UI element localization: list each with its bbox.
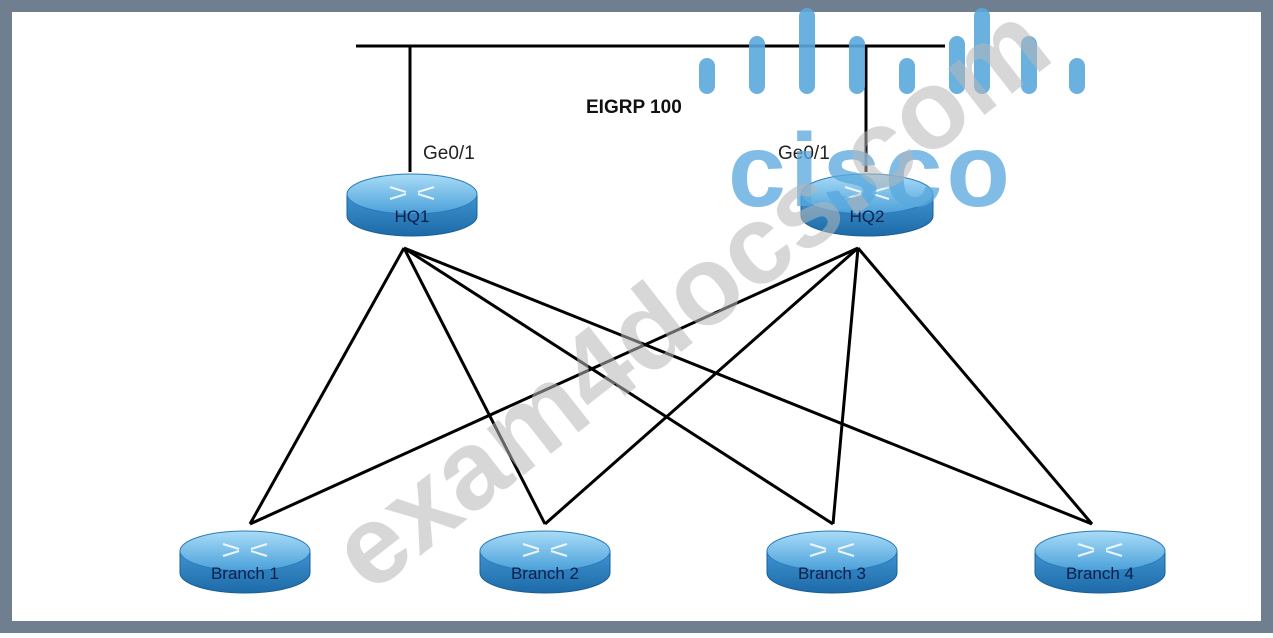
hq2-port-label: Ge0/1 [778, 143, 830, 164]
hq1-port-label: Ge0/1 [423, 143, 475, 164]
link-hq2-br3 [831, 247, 860, 525]
router-br4: Branch 4 [1034, 530, 1166, 594]
link-hq1-br2 [402, 247, 547, 525]
router-label-br1: Branch 1 [211, 564, 279, 583]
router-top [766, 530, 898, 572]
router-br3: Branch 3 [766, 530, 898, 594]
router-arrows-icon [222, 543, 268, 557]
link-hq2-br1 [249, 246, 859, 526]
link-group [248, 246, 1094, 526]
router-label-br3: Branch 3 [798, 564, 866, 583]
router-top [800, 173, 934, 215]
cisco-logo: cisco [699, 8, 1085, 229]
cisco-logo-wordmark: cisco [728, 113, 1014, 229]
router-label-br2: Branch 2 [511, 564, 579, 583]
router-arrows-icon [809, 543, 855, 557]
router-arrows-icon [844, 186, 890, 200]
link-hq1-br3 [403, 246, 834, 526]
router-hq1: HQ1 [346, 173, 478, 237]
router-arrows-icon [1077, 543, 1123, 557]
router-label-br4: Branch 4 [1066, 564, 1134, 583]
router-arrows-icon [389, 186, 435, 200]
link-hq1-br4 [403, 246, 1093, 526]
link-hq1-br1 [248, 247, 406, 525]
link-hq2-br4 [856, 247, 1094, 525]
router-top [479, 530, 611, 572]
router-label-hq2: HQ2 [850, 207, 885, 226]
router-br2: Branch 2 [479, 530, 611, 594]
router-arrows-icon [522, 543, 568, 557]
router-top [1034, 530, 1166, 572]
router-br1: Branch 1 [179, 530, 311, 594]
router-hq2: HQ2 [800, 173, 934, 237]
link-hq2-br2 [544, 246, 859, 526]
router-top [179, 530, 311, 572]
protocol-label: EIGRP 100 [586, 97, 682, 118]
router-top [346, 173, 478, 215]
router-label-hq1: HQ1 [395, 207, 430, 226]
